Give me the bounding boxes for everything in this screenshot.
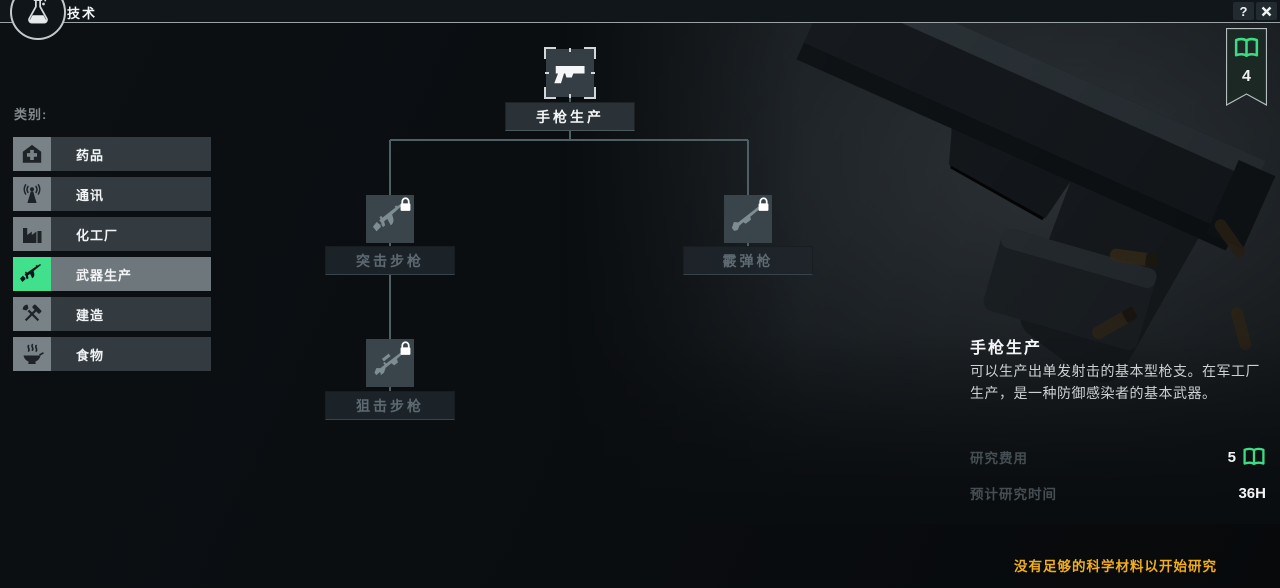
- research-time-label: 预计研究时间: [970, 487, 1057, 502]
- tech-node-pistol[interactable]: [544, 47, 596, 99]
- science-flask-icon: [10, 0, 66, 40]
- background-photo: [560, 22, 1280, 524]
- assault-rifle-icon: [372, 203, 403, 232]
- tech-node-shotgun-label[interactable]: 霰弹枪: [683, 246, 813, 275]
- sidebar-item-label: 武器生产: [51, 257, 211, 291]
- category-sidebar: 药品 通讯 化工厂 武器生产 建造: [13, 137, 211, 377]
- tech-node-sniper-rifle[interactable]: [366, 339, 414, 387]
- close-icon: [1261, 6, 1272, 16]
- research-cost-label: 研究费用: [970, 451, 1028, 466]
- science-points-badge: 4: [1225, 27, 1268, 107]
- research-time-value: 36H: [1238, 484, 1266, 502]
- medicine-icon: [13, 137, 51, 171]
- radio-icon: [13, 177, 51, 211]
- sidebar-item-label: 通讯: [51, 177, 211, 211]
- tech-node-assault-rifle[interactable]: [366, 195, 414, 243]
- factory-icon: [13, 217, 51, 251]
- title-bar: [0, 0, 1280, 23]
- sidebar-item-label: 药品: [51, 137, 211, 171]
- selected-node-frame: [544, 47, 596, 99]
- sidebar-item-weapon-production[interactable]: 武器生产: [13, 257, 211, 291]
- sidebar-item-chemical-plant[interactable]: 化工厂: [13, 217, 211, 251]
- insufficient-materials-warning: 没有足够的科学材料以开始研究: [1014, 559, 1217, 574]
- photo-fade-overlay: [560, 22, 1280, 524]
- sidebar-item-label: 建造: [51, 297, 211, 331]
- research-time-row: 预计研究时间 36H: [970, 483, 1266, 503]
- science-points-count: 4: [1242, 68, 1251, 85]
- sidebar-item-comms[interactable]: 通讯: [13, 177, 211, 211]
- shotgun-icon: [731, 205, 762, 231]
- tech-node-shotgun[interactable]: [724, 195, 772, 243]
- detail-title: 手枪生产: [970, 340, 1043, 357]
- lock-icon: [399, 197, 412, 217]
- sidebar-item-construction[interactable]: 建造: [13, 297, 211, 331]
- pistol-icon: [554, 65, 585, 84]
- science-book-icon: [1233, 37, 1260, 64]
- sidebar-item-label: 化工厂: [51, 217, 211, 251]
- tech-node-assault-rifle-label[interactable]: 突击步枪: [325, 246, 455, 275]
- lock-icon: [757, 197, 770, 217]
- tech-node-pistol-label[interactable]: 手枪生产: [505, 102, 635, 131]
- sidebar-item-label: 食物: [51, 337, 211, 371]
- sidebar-item-medicine[interactable]: 药品: [13, 137, 211, 171]
- page-title: 技术: [67, 6, 98, 21]
- category-label: 类别:: [14, 107, 48, 122]
- science-book-icon: [1243, 447, 1265, 466]
- research-cost-value: 5: [1227, 448, 1236, 466]
- research-cost-row: 研究费用 5: [970, 447, 1266, 467]
- rifle-icon: [13, 257, 51, 291]
- lock-icon: [399, 341, 412, 361]
- sidebar-item-food[interactable]: 食物: [13, 337, 211, 371]
- detail-description: 可以生产出单发射击的基本型枪支。在军工厂生产，是一种防御感染者的基本武器。: [970, 363, 1260, 401]
- help-button[interactable]: ?: [1233, 2, 1254, 20]
- close-button[interactable]: [1256, 2, 1277, 20]
- food-icon: [13, 337, 51, 371]
- tech-node-sniper-rifle-label[interactable]: 狙击步枪: [325, 391, 455, 420]
- build-icon: [13, 297, 51, 331]
